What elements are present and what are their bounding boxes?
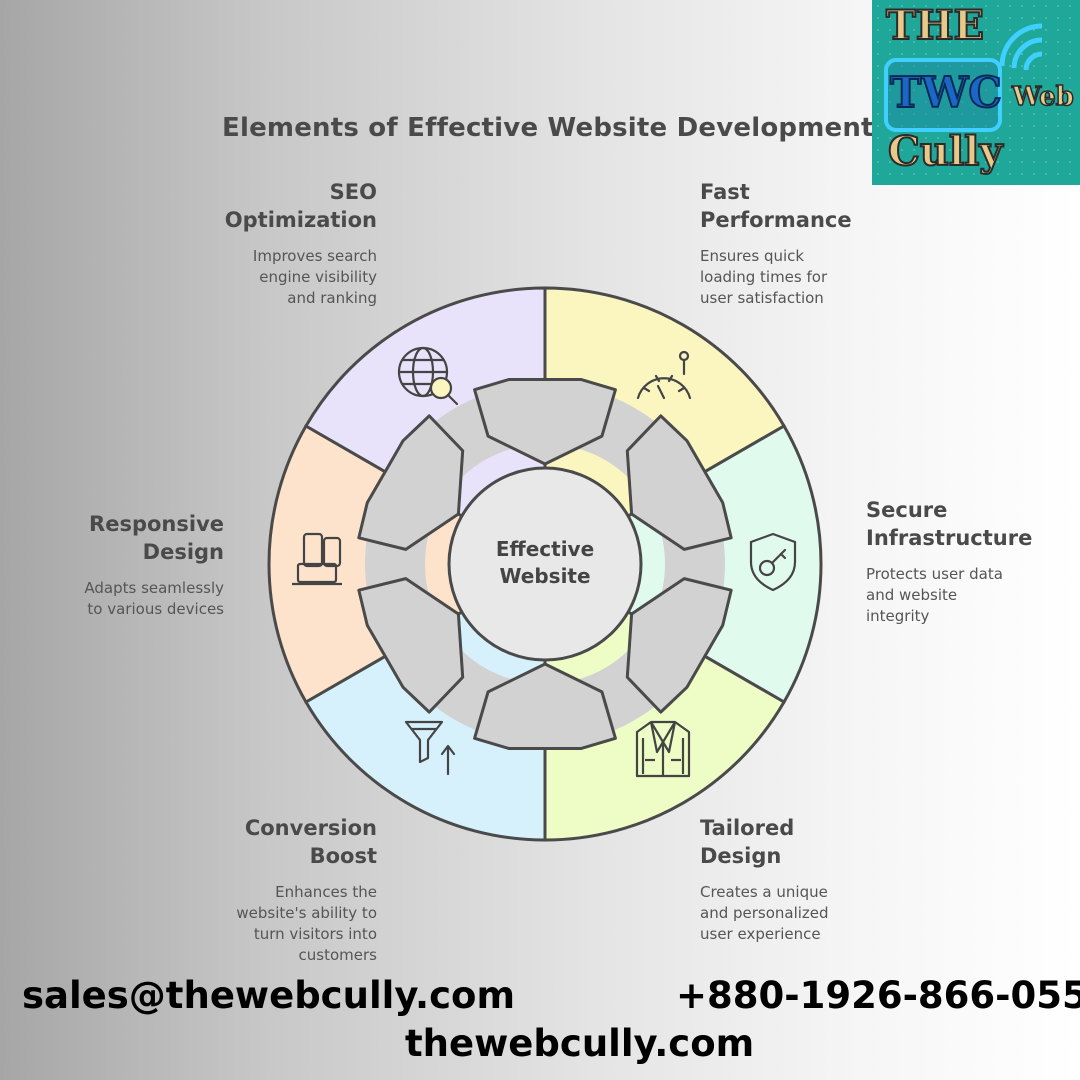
- segment-fast-heading: Fast Performance: [700, 178, 852, 234]
- logo-cully: Cully: [887, 127, 1004, 176]
- devices-icon: [292, 532, 342, 586]
- segment-fast-description: Ensures quick loading times for user sat…: [700, 246, 852, 309]
- segment-responsive-description: Adapts seamlessly to various devices: [84, 578, 224, 620]
- contact-email-link[interactable]: sales@thewebcully.com: [22, 974, 515, 1017]
- segment-seo: SEO Optimization Improves search engine …: [225, 178, 377, 309]
- segment-fast-heading-line2: Performance: [700, 208, 852, 232]
- segment-responsive-desc-line: to various devices: [87, 600, 224, 618]
- contact-website-link[interactable]: thewebcully.com: [405, 1022, 755, 1065]
- segment-conversion-desc-line: customers: [298, 946, 377, 964]
- segment-conversion-heading: Conversion Boost: [236, 814, 377, 870]
- logo-the: THE: [885, 1, 985, 50]
- segment-tailored-description: Creates a unique and personalized user e…: [700, 882, 829, 945]
- segment-conversion-heading-line2: Boost: [309, 844, 377, 868]
- segment-conversion: Conversion Boost Enhances the website's …: [236, 814, 377, 966]
- speedometer-icon: [636, 350, 692, 400]
- segment-seo-heading: SEO Optimization: [225, 178, 377, 234]
- segment-conversion-desc-line: Enhances the: [275, 883, 377, 901]
- logo-twc: TWC: [889, 67, 1003, 118]
- inward-arrow: [625, 577, 733, 714]
- segment-seo-heading-line1: SEO: [329, 180, 377, 204]
- segment-tailored-heading-line2: Design: [700, 844, 782, 868]
- globe-search-icon: [397, 346, 459, 406]
- arrow-ring: [357, 377, 733, 751]
- segment-seo-heading-line2: Optimization: [224, 208, 377, 232]
- segment-tailored-desc-line: user experience: [700, 925, 821, 943]
- segment-seo-desc-line: Improves search: [252, 247, 377, 265]
- segment-secure-heading-line2: Infrastructure: [866, 526, 1033, 550]
- segment-fast-desc-line: user satisfaction: [700, 289, 824, 307]
- segment-tailored-desc-line: Creates a unique: [700, 883, 828, 901]
- segment-conversion-desc-line: website's ability to: [236, 904, 377, 922]
- segment-secure: Secure Infrastructure Protects user data…: [866, 496, 1032, 627]
- segment-fast: Fast Performance Ensures quick loading t…: [700, 178, 852, 309]
- inward-arrow: [473, 377, 617, 466]
- segment-conversion-desc-line: turn visitors into: [253, 925, 377, 943]
- shield-key-icon: [749, 532, 797, 592]
- segment-secure-description: Protects user data and website integrity: [866, 564, 1032, 627]
- inward-arrow: [357, 414, 465, 551]
- segment-responsive-heading-line2: Design: [142, 540, 224, 564]
- segment-secure-desc-line: Protects user data: [866, 565, 1003, 583]
- segment-tailored-heading: Tailored Design: [700, 814, 829, 870]
- segment-responsive: Responsive Design Adapts seamlessly to v…: [84, 510, 224, 620]
- segment-tailored: Tailored Design Creates a unique and per…: [700, 814, 829, 945]
- center-label-line1: Effective: [495, 537, 595, 561]
- segment-fast-heading-line1: Fast: [700, 180, 750, 204]
- segment-seo-desc-line: and ranking: [287, 289, 377, 307]
- twc-logo: THE TWC Web Cully: [872, 0, 1080, 185]
- wifi-signal-icon: [999, 23, 1043, 71]
- segment-fast-desc-line: Ensures quick: [700, 247, 805, 265]
- funnel-arrow-icon: [404, 720, 456, 776]
- inward-arrow: [473, 662, 617, 751]
- segment-tailored-heading-line1: Tailored: [700, 816, 795, 840]
- segment-secure-heading-line1: Secure: [866, 498, 948, 522]
- segment-fast-desc-line: loading times for: [700, 268, 828, 286]
- segment-seo-desc-line: engine visibility: [259, 268, 377, 286]
- inward-arrow: [625, 414, 733, 551]
- segment-seo-description: Improves search engine visibility and ra…: [225, 246, 377, 309]
- icon-group: [292, 346, 797, 778]
- segment-secure-desc-line: integrity: [866, 607, 930, 625]
- segment-responsive-desc-line: Adapts seamlessly: [84, 579, 224, 597]
- logo-frame: [884, 58, 1002, 132]
- segment-conversion-description: Enhances the website's ability to turn v…: [236, 882, 377, 966]
- center-label-line2: Website: [499, 564, 591, 588]
- suit-jacket-icon: [635, 720, 691, 778]
- center-hub: [447, 466, 643, 662]
- segment-secure-desc-line: and website: [866, 586, 958, 604]
- logo-web: Web: [1011, 81, 1074, 113]
- center-label: Effective Website: [440, 536, 650, 590]
- segment-responsive-heading-line1: Responsive: [89, 512, 224, 536]
- segment-tailored-desc-line: and personalized: [700, 904, 829, 922]
- segment-responsive-heading: Responsive Design: [84, 510, 224, 566]
- diagram-title: Elements of Effective Website Developmen…: [222, 113, 874, 143]
- segment-conversion-heading-line1: Conversion: [244, 816, 377, 840]
- segment-secure-heading: Secure Infrastructure: [866, 496, 1032, 552]
- inward-arrow: [357, 577, 465, 714]
- contact-phone-link[interactable]: +880-1926-866-055: [676, 974, 1080, 1017]
